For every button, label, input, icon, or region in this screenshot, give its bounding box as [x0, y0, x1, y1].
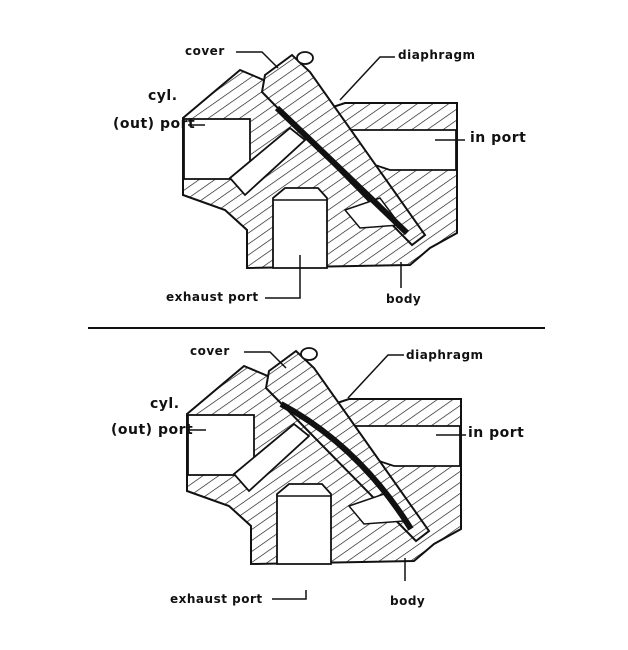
label-cyl: cyl.	[148, 88, 178, 104]
label-body: body	[386, 292, 422, 306]
leader-lines	[188, 51, 465, 299]
diaphragm-closed	[274, 105, 410, 236]
label-in-port: in port	[470, 130, 527, 146]
label-exhaust-port: exhaust port	[170, 592, 263, 606]
label-exhaust-port: exhaust port	[166, 290, 259, 304]
valve-open-figure	[186, 347, 466, 600]
label-out-port: (out) port	[111, 422, 194, 438]
label-out-port: (out) port	[113, 116, 196, 132]
label-diaphragm: diaphragm	[406, 348, 484, 362]
label-cyl: cyl.	[150, 396, 180, 412]
diaphragm-open	[279, 401, 414, 531]
label-cover: cover	[185, 44, 225, 58]
label-cover: cover	[190, 344, 230, 358]
label-body: body	[390, 594, 426, 608]
valve-closed-figure	[182, 51, 465, 299]
label-diaphragm: diaphragm	[398, 48, 476, 62]
label-in-port: in port	[468, 425, 525, 441]
